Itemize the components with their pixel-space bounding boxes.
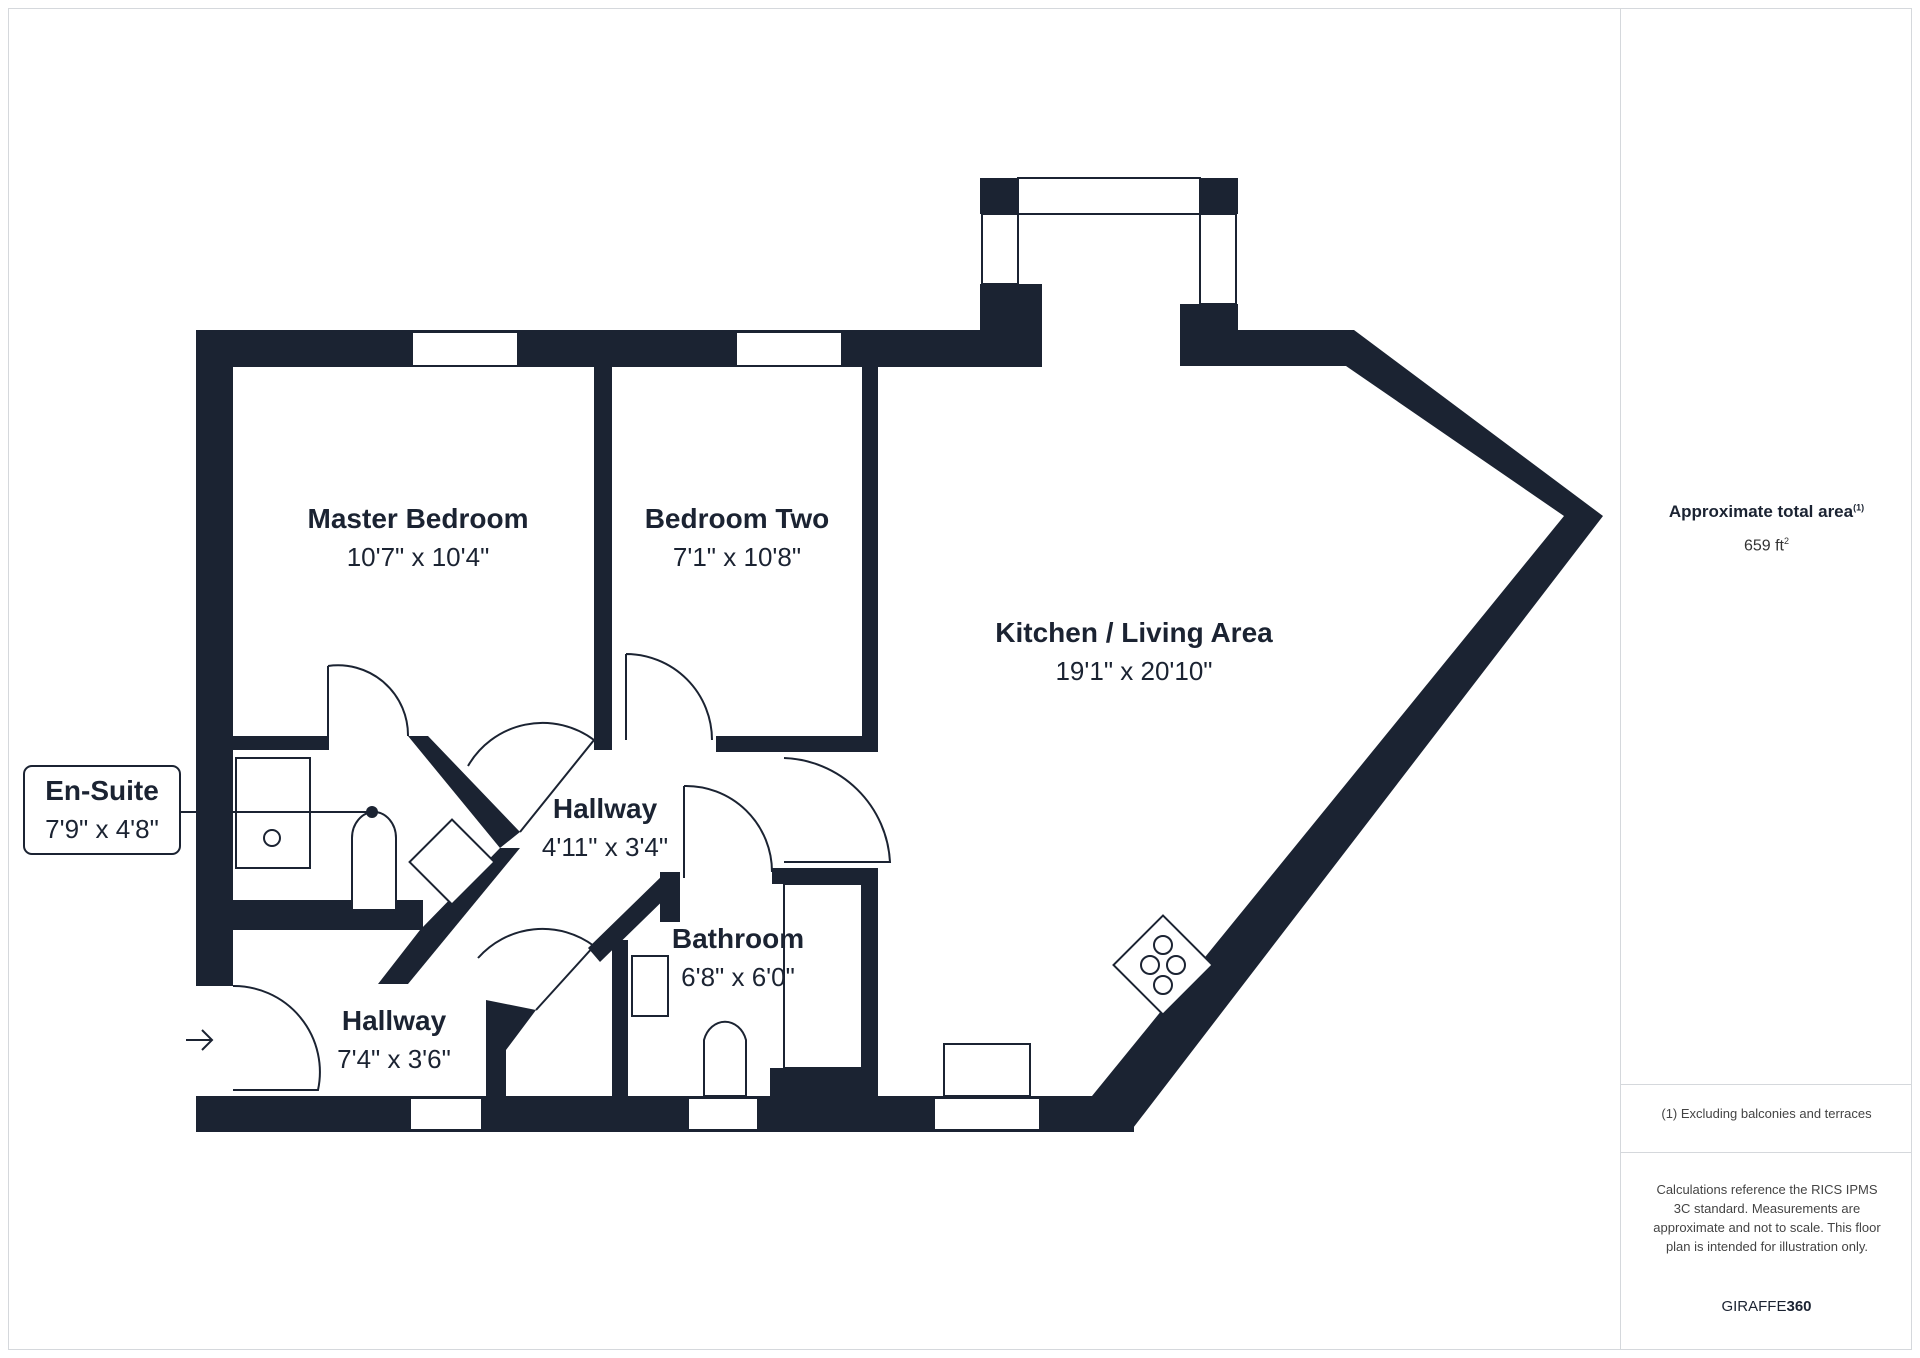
left-wall-stub: [196, 930, 233, 986]
toilet-ensuite: [351, 811, 397, 911]
master-bedroom-name: Master Bedroom: [308, 503, 529, 534]
door-ensuite: [467, 721, 596, 833]
bedroom-two-name: Bedroom Two: [645, 503, 830, 534]
hob: [1112, 914, 1214, 1016]
bathroom-left-wall: [612, 940, 628, 1100]
hallway-inner-name: Hallway: [553, 793, 658, 824]
doors: [232, 653, 892, 1091]
shower-drain: [263, 829, 281, 847]
footnote-marker: (1): [1853, 502, 1865, 513]
bathroom-top-stub: [660, 872, 680, 922]
bay-block-right-bottom: [1180, 304, 1238, 366]
total-area-label-text: Approximate total area: [1668, 502, 1854, 521]
en-suite-name: En-Suite: [45, 775, 159, 806]
ensuite-diagonal-wall: [408, 736, 520, 848]
brand-bold: 360: [1786, 1298, 1812, 1315]
hallway-entry-name: Hallway: [342, 1005, 447, 1036]
left-wall-upper: [196, 330, 233, 986]
bedroom-divider-wall: [594, 366, 612, 750]
bathroom-right-wall: [862, 868, 878, 1098]
footnote-text: (1) Excluding balconies and terraces: [1661, 1106, 1872, 1121]
door-bathroom: [683, 784, 773, 878]
window-bay-right: [1199, 213, 1237, 305]
bedroom-two-bottom-wall: [716, 736, 878, 752]
hallway-wall-mid: [588, 872, 680, 962]
window-bay-top: [1017, 177, 1201, 215]
window-hallway: [409, 1097, 483, 1131]
kitchen-sink: [943, 1043, 1031, 1097]
kitchen-top-right-wall: [1238, 330, 1603, 516]
master-bedroom-dims: 10'7" x 10'4": [347, 542, 490, 572]
hob-ring-4: [1153, 975, 1173, 995]
ensuite-lower-diagonal: [378, 848, 520, 984]
kitchen-living-name: Kitchen / Living Area: [995, 617, 1273, 648]
total-area-label: Approximate total area(1): [1621, 502, 1912, 522]
bath: [783, 883, 863, 1069]
hallway-entry-dims: 7'4" x 3'6": [337, 1044, 451, 1074]
brand-logo: GIRAFFE360: [1621, 1298, 1912, 1315]
divider-1: [1621, 1084, 1912, 1085]
windows: [409, 177, 1237, 1131]
total-area-value-text: 659 ft: [1743, 537, 1784, 555]
sink-bathroom: [631, 955, 669, 1017]
bathroom-name: Bathroom: [672, 923, 804, 954]
top-wall: [196, 330, 1042, 367]
disclaimer-text: Calculations reference the RICS IPMS 3C …: [1653, 1182, 1881, 1254]
kitchen-diagonal-wall: [1092, 516, 1603, 1132]
window-bay-left: [981, 213, 1019, 285]
bay-block-left-top: [980, 178, 1018, 214]
hallway-wall-low: [486, 1000, 536, 1096]
door-master: [327, 664, 410, 737]
window-bathroom: [687, 1097, 759, 1131]
bedroom-two-right-wall: [862, 366, 878, 752]
bay-block-right-top: [1200, 178, 1238, 214]
door-store: [477, 927, 596, 1011]
door-kitchen: [783, 757, 892, 863]
bedroom-two-dims: 7'1" x 10'8": [673, 542, 801, 572]
door-bedroom-two: [625, 653, 713, 741]
kitchen-living-dims: 19'1" x 20'10": [1055, 656, 1212, 686]
total-area-value: 659 ft2: [1621, 536, 1912, 555]
brand-light: GIRAFFE: [1721, 1298, 1787, 1315]
en-suite-label-box: [23, 765, 181, 855]
floor-plan: Master Bedroom 10'7" x 10'4" Bedroom Two…: [23, 177, 1603, 1132]
hob-ring-2: [1166, 955, 1186, 975]
walls: [196, 178, 1603, 1132]
toilet-bathroom: [703, 1020, 747, 1097]
en-suite-pointer-dot: [366, 806, 378, 818]
hob-ring-3: [1153, 935, 1173, 955]
entry-arrow-icon: [186, 1029, 214, 1051]
bathroom-top-wall-right: [772, 868, 878, 884]
sink-ensuite: [408, 818, 496, 906]
markers: [180, 811, 372, 1051]
area-unit-superscript: 2: [1784, 536, 1790, 546]
hallway-inner-dims: 4'11" x 3'4": [542, 832, 668, 862]
window-bedroom-two: [735, 331, 843, 367]
door-entry: [232, 984, 321, 1091]
master-bottom-wall: [233, 736, 329, 750]
info-sidebar: Approximate total area(1) 659 ft2 (1) Ex…: [1620, 8, 1912, 1350]
bay-block-left-bottom: [980, 284, 1042, 366]
divider-2: [1621, 1152, 1912, 1153]
window-kitchen: [933, 1097, 1041, 1131]
window-master: [411, 331, 519, 367]
hob-ring-1: [1140, 955, 1160, 975]
page-frame: [8, 8, 1912, 1350]
bath-base: [770, 1068, 878, 1098]
bathroom-dims: 6'8" x 6'0": [681, 962, 795, 992]
en-suite-dims: 7'9" x 4'8": [45, 814, 159, 844]
